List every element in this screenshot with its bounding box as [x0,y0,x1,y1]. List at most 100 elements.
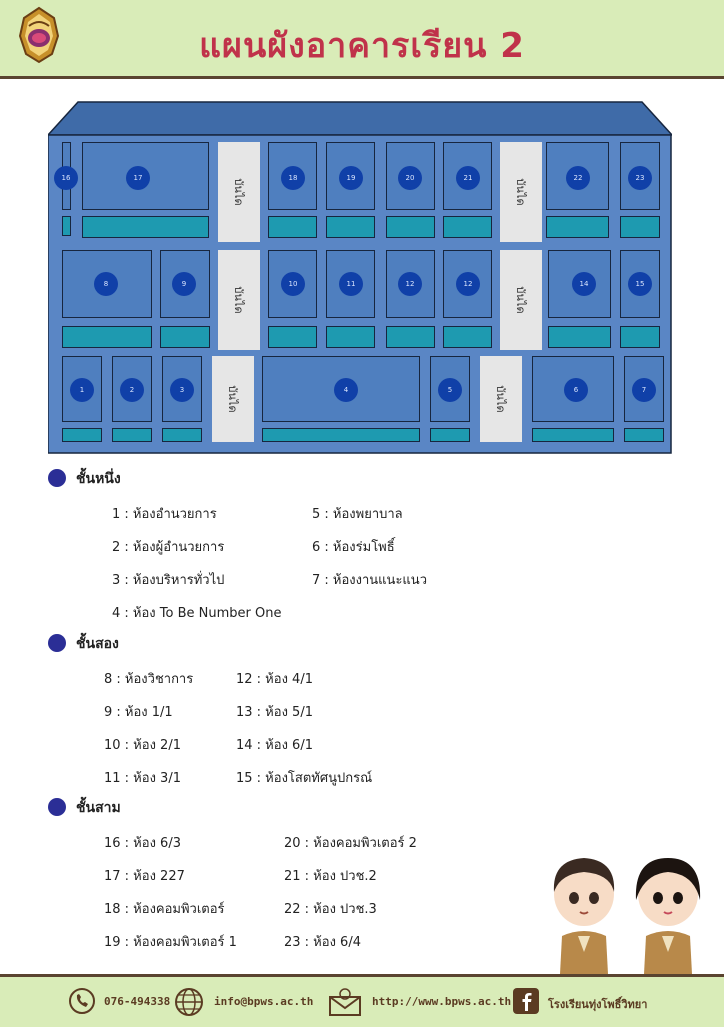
room-number-badge: 19 [339,166,363,190]
room-number-badge: 6 [564,378,588,402]
section-title: ชั้นหนึ่ง [76,471,121,487]
corridor-bar [62,326,152,348]
room-legend-item: 20 : ห้องคอมพิวเตอร์ 2 [284,836,417,851]
room-legend-item: 5 : ห้องพยาบาล [312,507,403,522]
room-number-badge: 11 [339,272,363,296]
corridor-bar [430,428,470,442]
stairs-label: บันได [232,178,245,206]
facebook-icon [512,987,540,1019]
room-number-badge: 21 [456,166,480,190]
room-number-badge: 8 [94,272,118,296]
stairs: บันได [500,142,542,242]
room-legend-item: 16 : ห้อง 6/3 [104,836,181,851]
stairs-label: บันได [514,178,527,206]
room-legend-item: 2 : ห้องผู้อำนวยการ [112,540,225,555]
stairs: บันได [218,142,260,242]
footer-phone: 076-494338 [104,995,171,1008]
room-legend-item: 4 : ห้อง To Be Number One [112,606,282,621]
room-number-badge: 14 [572,272,596,296]
room-number-badge: 20 [398,166,422,190]
room-number-badge: 16 [54,166,78,190]
room-legend-item: 21 : ห้อง ปวช.2 [284,869,377,884]
room-number-badge: 22 [566,166,590,190]
stairs: บันได [480,356,522,442]
student-mascots-illustration [540,852,710,974]
room-number-badge: 10 [281,272,305,296]
room-legend-item: 6 : ห้องร่มโพธิ์ [312,540,395,555]
corridor-bar [548,326,611,348]
room-number-badge: 12 [398,272,422,296]
stairs-label: บันได [514,286,527,314]
room-legend-item: 12 : ห้อง 4/1 [236,672,313,687]
corridor-bar [62,428,102,442]
footer-website[interactable]: http://www.bpws.ac.th [372,995,512,1008]
room-legend-item: 15 : ห้องโสตทัศนูปกรณ์ [236,771,373,786]
corridor-bar [620,216,660,238]
room-number-badge: 12 [456,272,480,296]
room-legend-item: 9 : ห้อง 1/1 [104,705,173,720]
corridor-bar [112,428,152,442]
room-legend-item: 11 : ห้อง 3/1 [104,771,181,786]
globe-icon [174,987,204,1021]
page-title: แผนผังอาคารเรียน 2 [199,26,525,66]
section-bullet [48,798,66,816]
room-legend-item: 17 : ห้อง 227 [104,869,185,884]
room-legend-item: 13 : ห้อง 5/1 [236,705,313,720]
room-legend-item: 22 : ห้อง ปวช.3 [284,902,377,917]
footer-facebook[interactable]: โรงเรียนทุ่งโพธิ์วิทยา [548,998,648,1011]
room-legend-item: 7 : ห้องงานแนะแนว [312,573,427,588]
corridor-bar [620,326,660,348]
room-legend-item: 14 : ห้อง 6/1 [236,738,313,753]
corridor-bar [443,216,492,238]
phone-icon [68,987,96,1019]
corridor-bar [386,216,435,238]
room-number-badge: 17 [126,166,150,190]
room-number-badge: 9 [172,272,196,296]
stairs-label: บันได [232,286,245,314]
corridor-bar [162,428,202,442]
stairs: บันได [218,250,260,350]
school-seal-icon [14,6,64,64]
corridor-bar [624,428,664,442]
corridor-bar [268,216,317,238]
room-number-badge: 7 [632,378,656,402]
stairs-label: บันได [226,385,239,413]
room-legend-item: 3 : ห้องบริหารทั่วไป [112,573,225,588]
room-number-badge: 1 [70,378,94,402]
stairs: บันได [212,356,254,442]
room-number-badge: 5 [438,378,462,402]
corridor-bar [443,326,492,348]
section-bullet [48,634,66,652]
corridor-bar [532,428,614,442]
page-footer: 076-494338 info@bpws.ac.th http://www.bp… [0,974,724,1027]
page-header: แผนผังอาคารเรียน 2 [0,0,724,79]
room-legend-item: 1 : ห้องอำนวยการ [112,507,217,522]
corridor-bar [326,326,375,348]
room-legend-item: 10 : ห้อง 2/1 [104,738,181,753]
room-number-badge: 23 [628,166,652,190]
corridor-bar [546,216,609,238]
section-title: ชั้นสาม [76,800,121,816]
corridor-bar [386,326,435,348]
room-number-badge: 4 [334,378,358,402]
room-number-badge: 2 [120,378,144,402]
corridor-bar [82,216,209,238]
room-legend-item: 23 : ห้อง 6/4 [284,935,361,950]
room[interactable] [262,356,420,422]
corridor-bar [268,326,317,348]
room-number-badge: 3 [170,378,194,402]
section-title: ชั้นสอง [76,636,119,652]
footer-email[interactable]: info@bpws.ac.th [214,995,314,1008]
room-legend-item: 19 : ห้องคอมพิวเตอร์ 1 [104,935,237,950]
corridor-bar [326,216,375,238]
stairs-label: บันได [494,385,507,413]
corridor-bar [262,428,420,442]
stairs: บันได [500,250,542,350]
mail-icon [328,987,362,1021]
section-bullet [48,469,66,487]
room-legend-item: 18 : ห้องคอมพิวเตอร์ [104,902,225,917]
room-number-badge: 15 [628,272,652,296]
room-legend-item: 8 : ห้องวิชาการ [104,672,194,687]
room[interactable] [162,356,202,422]
